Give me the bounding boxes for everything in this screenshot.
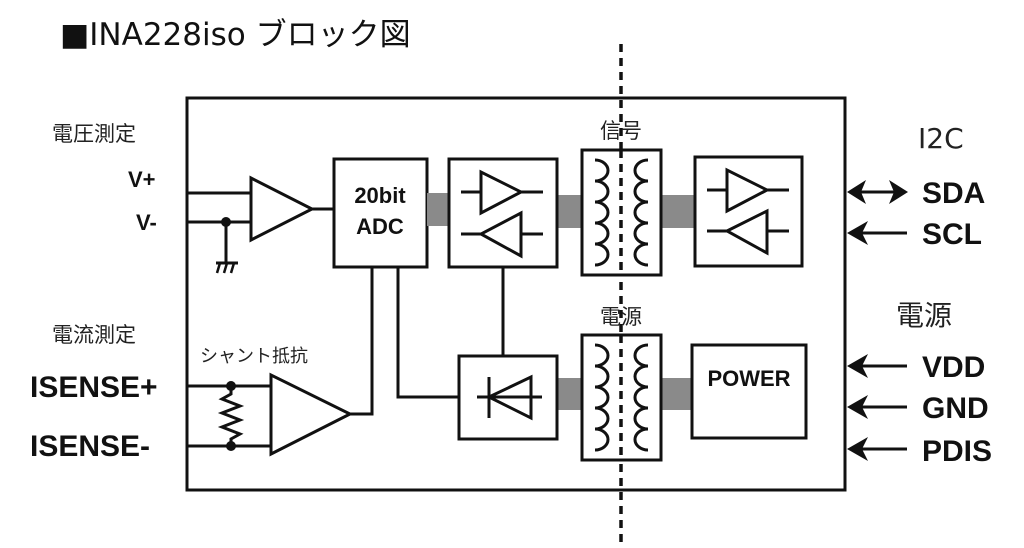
power-group-label: 電源	[896, 299, 952, 332]
diagram-title: ■INA228iso ブロック図	[60, 17, 411, 53]
pin-v-minus: V-	[136, 210, 157, 235]
pin-pdis: PDIS	[922, 435, 992, 468]
power-bus	[557, 378, 582, 410]
shunt-resistor-icon	[217, 386, 245, 446]
wire-current-amp-to-adc	[350, 267, 374, 416]
pin-sda: SDA	[922, 177, 985, 210]
bidirectional-buffer-icon	[707, 167, 789, 256]
shunt-resistor-label: シャント抵抗	[200, 346, 308, 367]
diode-icon	[477, 374, 542, 421]
sda-bidirectional-arrow-icon	[847, 180, 908, 204]
voltage-amplifier-icon	[249, 175, 316, 243]
pin-scl: SCL	[922, 218, 982, 251]
power-block	[690, 343, 808, 440]
pin-vdd: VDD	[922, 351, 985, 384]
digital-buffer-block-primary	[447, 157, 559, 269]
signal-transformer-coil-icon	[594, 158, 649, 267]
vdd-input-arrow-icon	[847, 354, 907, 378]
pin-v-plus: V+	[128, 167, 156, 192]
adc-block	[332, 157, 429, 269]
power-bus	[661, 378, 692, 410]
pin-isense-minus: ISENSE-	[30, 430, 150, 463]
digital-buffer-block-secondary	[693, 155, 804, 268]
voltage-measure-label: 電圧測定	[52, 122, 136, 146]
current-measure-label: 電流測定	[52, 323, 136, 347]
power-isolation-label: 電源	[600, 305, 642, 329]
bidirectional-buffer-icon	[461, 169, 543, 259]
signal-isolation-label: 信号	[600, 119, 642, 143]
wire-adc-to-rectifier	[396, 267, 459, 399]
power-block-label: POWER	[707, 366, 790, 391]
pdis-input-arrow-icon	[847, 437, 907, 461]
i2c-group-label: I2C	[918, 122, 964, 155]
pin-isense-plus: ISENSE+	[30, 371, 158, 404]
adc-label-line2: ADC	[356, 214, 404, 239]
signal-bus	[427, 193, 449, 226]
signal-bus	[661, 195, 695, 228]
scl-input-arrow-icon	[847, 221, 907, 245]
current-amplifier-icon	[269, 372, 354, 457]
chip-outline	[185, 96, 847, 492]
pin-gnd: GND	[922, 392, 989, 425]
power-transformer-coil-icon	[594, 343, 649, 452]
ground-icon	[215, 261, 238, 274]
gnd-input-arrow-icon	[847, 395, 907, 419]
adc-label-line1: 20bit	[354, 183, 406, 208]
signal-bus	[557, 195, 582, 228]
